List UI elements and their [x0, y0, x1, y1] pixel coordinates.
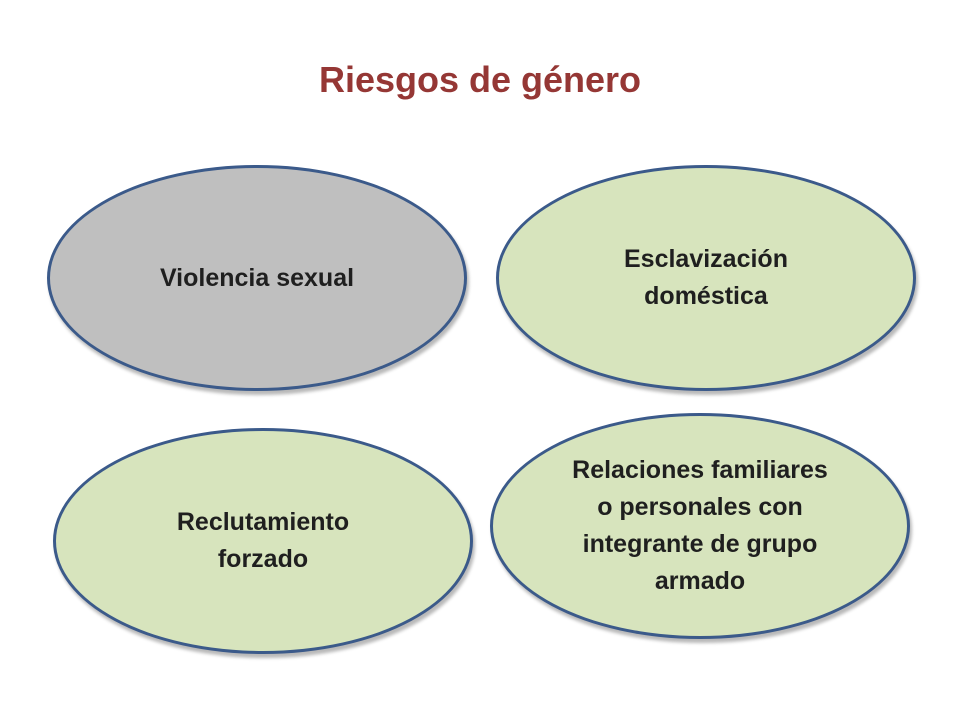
risk-node-label: Violencia sexual	[159, 263, 355, 292]
risk-node-label: Esclavización doméstica	[624, 245, 788, 310]
risk-node-reclutamiento-forzado: Reclutamiento forzado	[53, 428, 473, 654]
risk-node-label: Reclutamiento forzado	[176, 508, 350, 573]
page-title: Riesgos de género	[318, 59, 642, 100]
risk-node-label: Relaciones familiares o personales con i…	[572, 456, 828, 595]
risk-node-violencia-sexual: Violencia sexual	[47, 165, 467, 391]
risk-node-esclavizacion-domestica: Esclavización doméstica	[496, 165, 916, 391]
risk-node-relaciones-grupo-armado: Relaciones familiares o personales con i…	[490, 413, 910, 639]
